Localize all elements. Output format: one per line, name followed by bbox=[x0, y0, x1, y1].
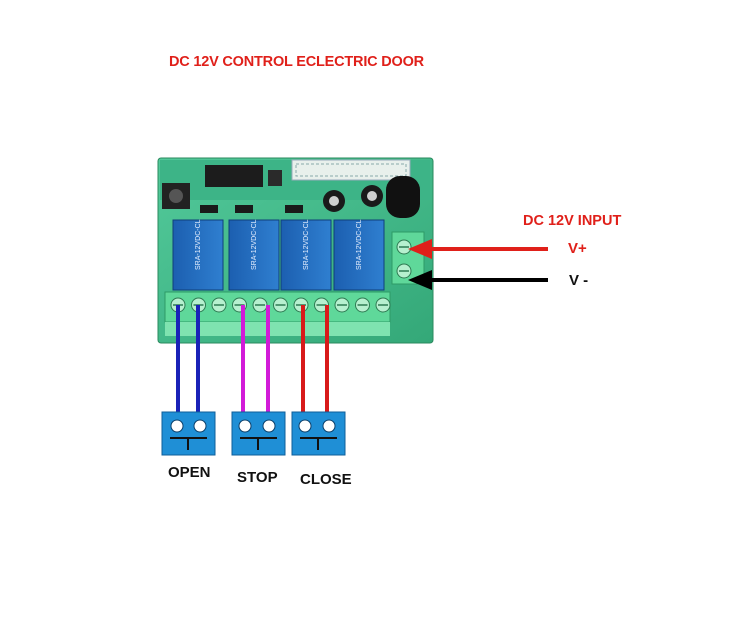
relay-2: SRA-12VDC-CL bbox=[228, 219, 280, 291]
dc-input-label: DC 12V INPUT bbox=[523, 213, 622, 229]
power-arrows bbox=[408, 239, 548, 290]
wires bbox=[176, 305, 329, 420]
switch-close bbox=[291, 411, 346, 456]
switch-close-label: CLOSE bbox=[300, 471, 352, 488]
relay-model-text: SRA-12VDC-CL bbox=[303, 219, 310, 270]
relay-1: SRA-12VDC-CL bbox=[172, 219, 224, 291]
relay-model-text: SRA-12VDC-CL bbox=[356, 219, 363, 270]
antenna-coil bbox=[386, 176, 420, 218]
vminus-arrow-head bbox=[408, 270, 432, 290]
relay-model-text: SRA-12VDC-CL bbox=[195, 219, 202, 270]
decoder-ic bbox=[205, 165, 263, 187]
receiver-board: SRA-12VDC-CL SRA-12VDC-CL SRA-12VDC-CL S… bbox=[157, 157, 434, 344]
relay-model-text: SRA-12VDC-CL bbox=[251, 219, 258, 270]
switch-open-label: OPEN bbox=[168, 464, 211, 481]
diagram-title: DC 12V CONTROL ECLECTRIC DOOR bbox=[169, 54, 424, 70]
switch-stop bbox=[231, 411, 286, 456]
v-minus-label: V - bbox=[569, 272, 589, 289]
relay-3: SRA-12VDC-CL bbox=[280, 219, 332, 291]
v-plus-label: V+ bbox=[568, 240, 587, 257]
vplus-arrow-head bbox=[408, 239, 432, 259]
rf-module bbox=[291, 159, 411, 181]
relay-4: SRA-12VDC-CL bbox=[333, 219, 385, 291]
switch-open bbox=[161, 411, 216, 456]
switch-stop-label: STOP bbox=[237, 469, 278, 486]
small-ic bbox=[268, 170, 282, 186]
